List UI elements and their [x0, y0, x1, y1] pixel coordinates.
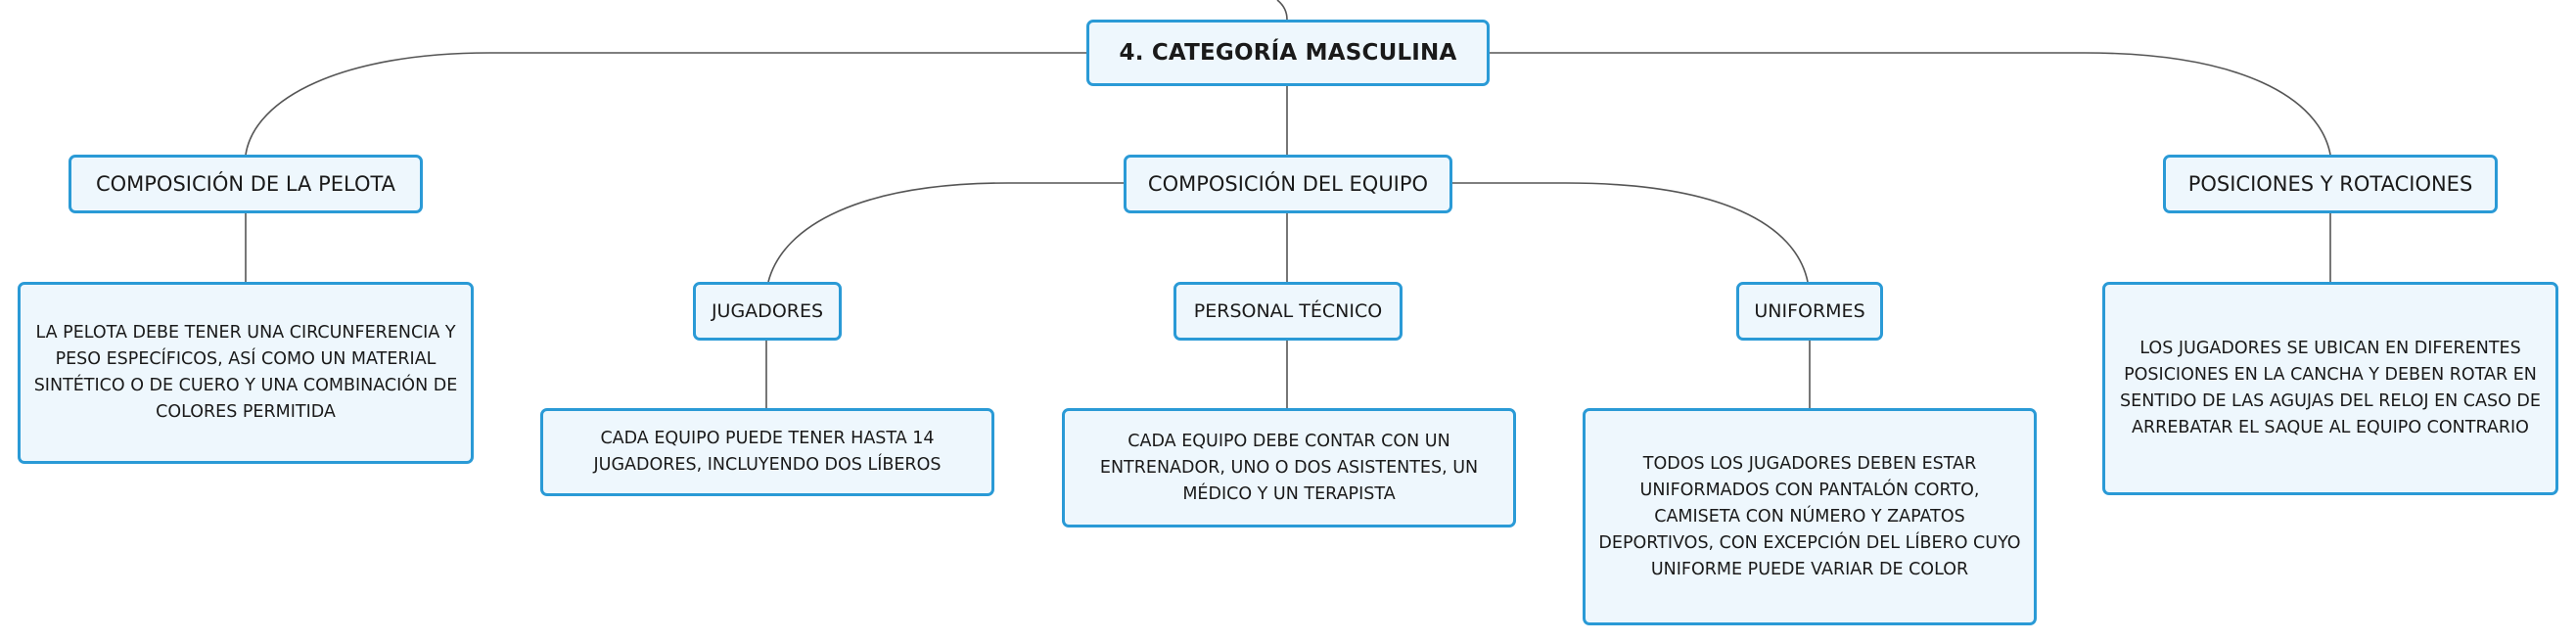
root-topic[interactable]: 4. CATEGORÍA MASCULINA — [1086, 20, 1490, 86]
topic-uniformes-label: UNIFORMES — [1754, 300, 1865, 322]
detail-uniformes[interactable]: TODOS LOS JUGADORES DEBEN ESTAR UNIFORMA… — [1583, 408, 2037, 625]
topic-composicion-pelota-label: COMPOSICIÓN DE LA PELOTA — [95, 172, 396, 196]
connector-equipo-uniformes — [1452, 182, 1809, 283]
topic-composicion-equipo-label: COMPOSICIÓN DEL EQUIPO — [1147, 172, 1429, 196]
topic-posiciones-rotaciones[interactable]: POSICIONES Y ROTACIONES — [2163, 155, 2498, 213]
topic-personal-tecnico[interactable]: PERSONAL TÉCNICO — [1173, 282, 1403, 341]
detail-personal-tecnico-text: CADA EQUIPO DEBE CONTAR CON UN ENTRENADO… — [1099, 431, 1479, 504]
topic-jugadores[interactable]: JUGADORES — [693, 282, 842, 341]
detail-composicion-pelota-text: LA PELOTA DEBE TENER UNA CIRCUNFERENCIA … — [33, 323, 458, 422]
detail-jugadores-text: CADA EQUIPO PUEDE TENER HASTA 14 JUGADOR… — [593, 429, 942, 475]
topic-posiciones-rotaciones-label: POSICIONES Y ROTACIONES — [2187, 172, 2473, 196]
connector-equipo-jugadores — [767, 182, 1124, 283]
topic-personal-tecnico-label: PERSONAL TÉCNICO — [1193, 300, 1383, 322]
topic-composicion-pelota[interactable]: COMPOSICIÓN DE LA PELOTA — [69, 155, 423, 213]
connector-root-posiciones — [1488, 52, 2331, 156]
root-topic-label: 4. CATEGORÍA MASCULINA — [1119, 40, 1457, 66]
topic-uniformes[interactable]: UNIFORMES — [1736, 282, 1883, 341]
detail-personal-tecnico[interactable]: CADA EQUIPO DEBE CONTAR CON UN ENTRENADO… — [1062, 408, 1516, 527]
topic-jugadores-label: JUGADORES — [711, 300, 824, 322]
detail-posiciones-rotaciones[interactable]: LOS JUGADORES SE UBICAN EN DIFERENTES PO… — [2102, 282, 2558, 495]
detail-uniformes-text: TODOS LOS JUGADORES DEBEN ESTAR UNIFORMA… — [1598, 453, 2021, 579]
connector-root-pelota — [245, 52, 1086, 156]
topic-composicion-equipo[interactable]: COMPOSICIÓN DEL EQUIPO — [1124, 155, 1452, 213]
detail-posiciones-rotaciones-text: LOS JUGADORES SE UBICAN EN DIFERENTES PO… — [2120, 339, 2541, 437]
detail-composicion-pelota[interactable]: LA PELOTA DEBE TENER UNA CIRCUNFERENCIA … — [18, 282, 474, 464]
detail-jugadores[interactable]: CADA EQUIPO PUEDE TENER HASTA 14 JUGADOR… — [540, 408, 994, 496]
connector-incoming — [1276, 0, 1288, 21]
